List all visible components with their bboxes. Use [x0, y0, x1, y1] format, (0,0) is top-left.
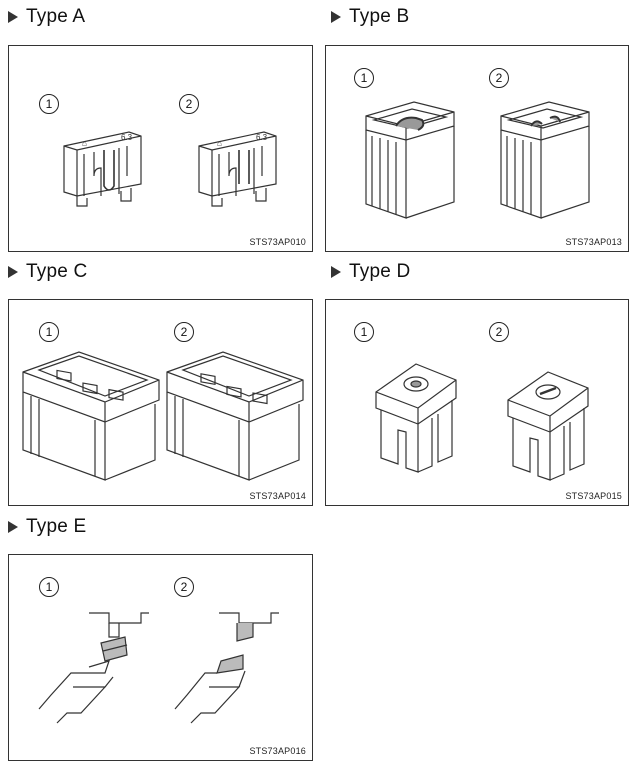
- type-e-fuse-illustration: [38, 612, 279, 724]
- type-b-heading: Type B: [331, 6, 409, 28]
- type-e-title: Type E: [26, 516, 87, 537]
- type-e-panel: 1 2 STS73AP016: [8, 554, 313, 761]
- type-d-heading: Type D: [331, 261, 410, 283]
- type-c-panel: 1 2 STS73AP014: [8, 299, 313, 506]
- type-d-panel: 1 2 STS73AP015: [325, 299, 629, 506]
- type-b-figure-code: STS73AP013: [565, 237, 622, 247]
- type-a-figure-code: STS73AP010: [249, 237, 306, 247]
- label-1: 1: [39, 94, 59, 114]
- type-c-title: Type C: [26, 261, 88, 282]
- type-a-title: Type A: [26, 6, 86, 27]
- label-2: 2: [174, 577, 194, 597]
- label-2: 2: [489, 68, 509, 88]
- svg-text:⌂: ⌂: [82, 139, 87, 148]
- type-a-heading: Type A: [8, 6, 85, 28]
- type-d-figure-code: STS73AP015: [565, 491, 622, 501]
- label-2: 2: [179, 94, 199, 114]
- type-d-title: Type D: [349, 261, 411, 282]
- type-a-fuse-illustration: ⌂ 6.3 ⌂ 6.3: [63, 131, 277, 207]
- type-b-fuse-illustration: [365, 101, 590, 219]
- triangle-right-icon: [331, 11, 341, 23]
- type-a-panel: 1 2 ⌂ 6.3 ⌂ 6.3 STS73AP010: [8, 45, 313, 252]
- label-1: 1: [354, 68, 374, 88]
- svg-text:6.3: 6.3: [121, 133, 133, 142]
- type-c-fuse-illustration: [22, 351, 304, 481]
- type-d-fuse-illustration: [375, 363, 589, 481]
- svg-text:6.3: 6.3: [256, 133, 268, 142]
- svg-text:⌂: ⌂: [217, 139, 222, 148]
- label-1: 1: [39, 322, 59, 342]
- label-1: 1: [354, 322, 374, 342]
- label-2: 2: [174, 322, 194, 342]
- type-c-figure-code: STS73AP014: [249, 491, 306, 501]
- type-e-heading: Type E: [8, 516, 86, 538]
- type-e-figure-code: STS73AP016: [249, 746, 306, 756]
- triangle-right-icon: [8, 521, 18, 533]
- triangle-right-icon: [8, 11, 18, 23]
- type-b-panel: 1 2 STS73AP013: [325, 45, 629, 252]
- type-b-title: Type B: [349, 6, 410, 27]
- label-2: 2: [489, 322, 509, 342]
- triangle-right-icon: [8, 266, 18, 278]
- triangle-right-icon: [331, 266, 341, 278]
- type-c-heading: Type C: [8, 261, 87, 283]
- label-1: 1: [39, 577, 59, 597]
